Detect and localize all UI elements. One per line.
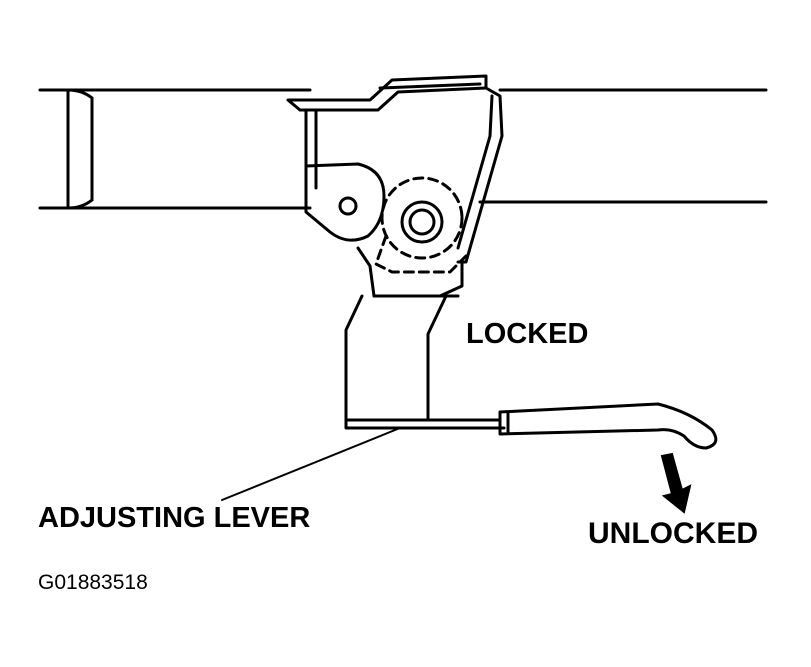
lever-handle [498, 402, 718, 450]
unlock-arrow-icon [660, 452, 692, 514]
seat-track-rail [38, 88, 768, 210]
lever-bracket [356, 246, 464, 298]
mounting-bracket [286, 74, 504, 264]
adjusting-lever [344, 294, 506, 430]
adjusting-lever-leader [221, 427, 401, 501]
adjusting-lever-label: ADJUSTING LEVER [38, 502, 311, 534]
figure-id: G01883518 [38, 571, 148, 594]
locking-cam [374, 176, 468, 274]
pivot-plate [304, 162, 386, 242]
cam-pivot [400, 200, 444, 244]
locked-label: LOCKED [466, 318, 589, 350]
unlocked-label: UNLOCKED [588, 517, 758, 550]
